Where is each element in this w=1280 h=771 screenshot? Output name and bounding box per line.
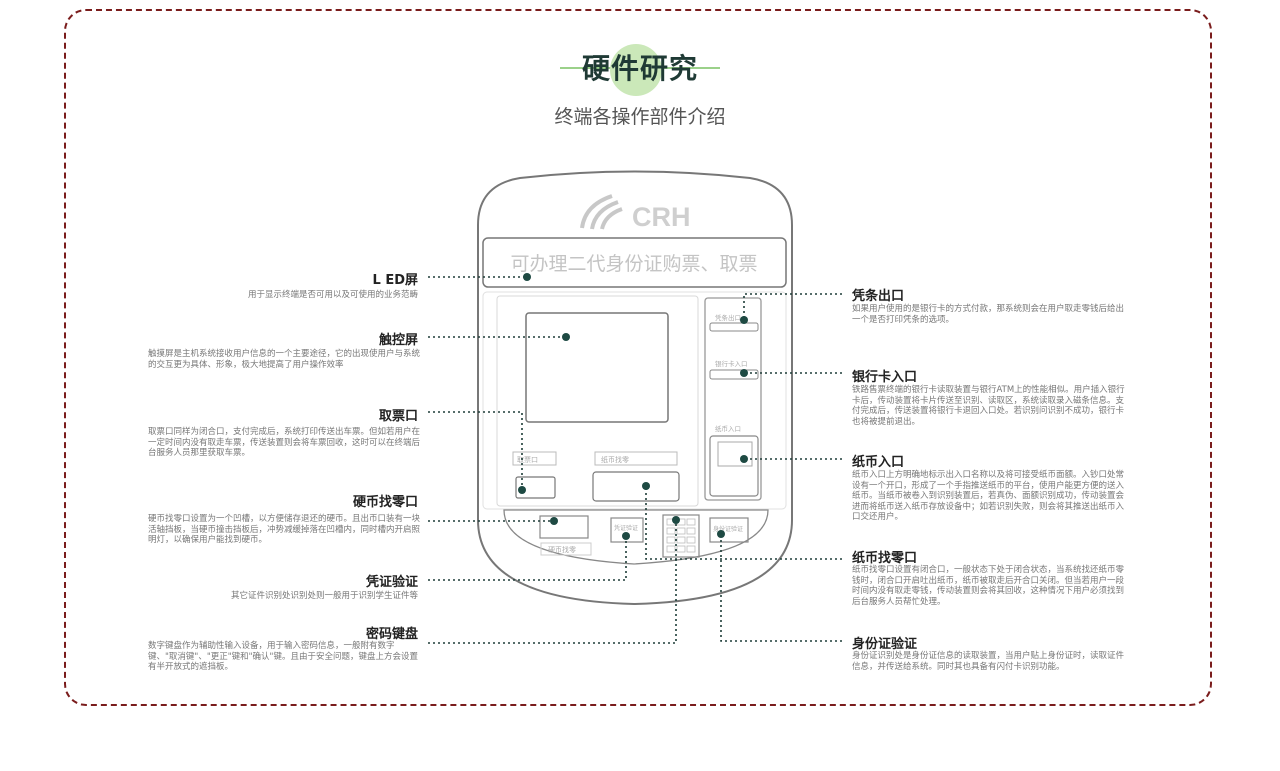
receipt-dot <box>740 316 748 324</box>
voucher-desc: 其它证件识别处识别处则一般用于识别学生证件等 <box>230 591 418 601</box>
note-change-label-box <box>594 451 678 466</box>
led-dot <box>523 273 531 281</box>
voucher-small-label: 凭证验证 <box>614 524 638 532</box>
led-text: 可办理二代身份证购票、取票 <box>510 253 757 275</box>
dashed-frame <box>64 9 1212 706</box>
coin-small-label: 硬币找零 <box>548 545 576 554</box>
bank-desc: 铁路售票终端的银行卡读取装置与银行ATM上的性能相似。用户插入银行卡后，传动装置… <box>852 385 1125 427</box>
inner-panel <box>482 291 787 510</box>
ticket-title: 取票口 <box>378 409 418 424</box>
id-desc: 身份证识别处是身份证信息的读取装置，当用户贴上身份证时，读取证件信息，并传送给系… <box>852 651 1125 672</box>
left-panel-frame <box>496 295 699 507</box>
voucher-title: 凭证验证 <box>365 575 418 590</box>
page-subtitle: 终端各操作部件介绍 <box>554 106 726 128</box>
terminal-body <box>477 170 793 606</box>
id-title: 身份证验证 <box>852 637 918 652</box>
note-small-label: 纸币入口 <box>715 424 741 433</box>
brand-text: CRH <box>632 202 691 232</box>
receipt-desc: 如果用户使用的是银行卡的方式付款，那系统则会在用户取走零钱后给出一个是否打印凭条… <box>852 304 1125 325</box>
right-column <box>704 297 762 501</box>
keypad-dot <box>672 516 680 524</box>
ticket-desc: 取票口同样为闭合口，支付完成后，系统打印传送出车票。但如若用户在一定时间内没有取… <box>148 427 421 458</box>
keypad-desc: 数字键盘作为辅助性输入设备，用于输入密码信息，一般附有数字键、"取消键"、"更正… <box>148 641 418 672</box>
note-desc: 纸币入口上方明确地标示出入口名称以及将可接受纸币面额。入钞口处常设有一个开口，形… <box>852 470 1125 522</box>
note-title: 纸币入口 <box>852 455 905 470</box>
coin-slot <box>539 515 589 539</box>
led-title: L ED屏 <box>372 273 418 288</box>
keypad <box>662 514 700 558</box>
receipt-title: 凭条出口 <box>852 289 905 304</box>
keypad-title: 密码键盘 <box>365 627 418 642</box>
bank-title: 银行卡入口 <box>852 370 918 385</box>
led-desc: 用于显示终端是否可用以及可使用的业务范畴 <box>247 290 418 300</box>
id-reader <box>709 517 749 543</box>
touch-title: 触控屏 <box>378 333 418 348</box>
note-change-slot <box>592 471 680 502</box>
leader-dots <box>518 273 748 540</box>
coin-label-box <box>540 542 592 556</box>
keypad-keys <box>666 518 696 553</box>
coin-dot <box>550 517 558 525</box>
note-change-small-label: 纸币找零 <box>601 455 629 464</box>
ticket-label-box <box>512 451 557 466</box>
receipt-slot <box>709 322 759 332</box>
bank-card-slot <box>709 369 759 380</box>
bank-small-label: 银行卡入口 <box>715 359 748 368</box>
note-entry <box>709 435 759 497</box>
leader-lines <box>428 276 842 644</box>
coin-desc: 硬币找零口设置为一个凹槽，以方便储存退还的硬币。且出币口装有一块活轴挡板，当硬币… <box>148 514 421 545</box>
led-screen <box>482 237 787 288</box>
crh-logo-icon <box>580 194 623 230</box>
touch-screen <box>525 312 669 423</box>
voucher-reader <box>610 517 644 543</box>
coin-title: 硬币找零口 <box>352 495 418 510</box>
title-dot <box>610 44 662 96</box>
voucher-dot <box>622 532 630 540</box>
ticket-slot <box>515 476 556 499</box>
touch-desc: 触摸屏是主机系统接收用户信息的一个主要途径，它的出现使用户与系统的交互更为具体、… <box>148 349 421 370</box>
note-change-desc: 纸币找零口设置有闭合口，一般状态下处于闭合状态，当系统找还纸币零钱时，闭合口开启… <box>852 565 1125 607</box>
note-dot <box>740 455 748 463</box>
ticket-out-small-label: 取票口 <box>517 456 538 464</box>
note-change-dot <box>642 482 650 490</box>
title-block: 硬件研究 <box>540 40 740 96</box>
page-title: 硬件研究 <box>581 52 698 85</box>
note-change-title: 纸币找零口 <box>852 551 918 566</box>
ticket-dot <box>518 486 526 494</box>
receipt-small-label: 凭条出口 <box>715 313 741 322</box>
note-entry-window <box>717 441 753 467</box>
id-small-label: 身份证验证 <box>713 525 743 533</box>
bottom-shelf <box>503 509 769 565</box>
touch-dot <box>562 333 570 341</box>
bank-dot <box>740 369 748 377</box>
id-dot <box>717 530 725 538</box>
